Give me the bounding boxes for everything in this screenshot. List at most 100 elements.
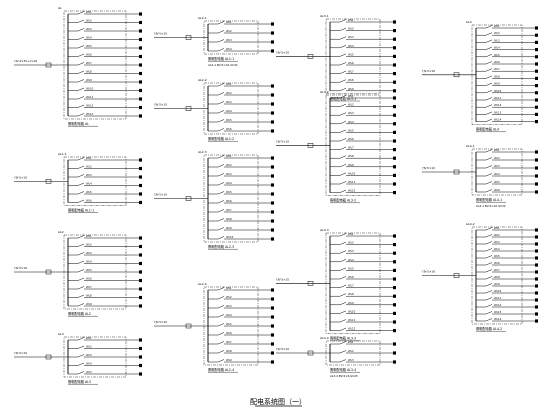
circuit-number-label: WL3	[226, 304, 232, 308]
circuit-row: WL11	[330, 318, 396, 324]
circuit-end-marker	[271, 219, 274, 223]
main-breaker-symbol	[185, 35, 192, 40]
breaker-switch-symbol	[485, 262, 493, 266]
breaker-switch-symbol	[217, 359, 225, 363]
circuit-end-marker	[393, 303, 396, 307]
breaker-switch-symbol	[339, 70, 347, 74]
circuit-number-label: WL2	[86, 19, 92, 23]
circuit-end-marker	[271, 174, 274, 178]
circuit-end-marker	[535, 55, 538, 59]
breaker-switch-symbol	[77, 11, 85, 15]
breaker-switch-symbol	[217, 101, 225, 105]
breaker-switch-symbol	[339, 45, 347, 49]
circuit-end-marker	[139, 278, 142, 283]
circuit-end-marker	[271, 84, 274, 88]
breaker-switch-symbol	[77, 191, 85, 195]
circuit-end-marker	[393, 37, 396, 41]
circuit-row: WL3	[208, 38, 274, 44]
breaker-switch-symbol	[217, 164, 225, 168]
circuit-row: WL13	[476, 310, 538, 316]
circuit-row: WL4	[68, 260, 142, 266]
circuit-number-label: WL9	[494, 82, 500, 86]
circuit-number-label: WL8	[494, 74, 500, 78]
breaker-switch-symbol	[77, 36, 85, 40]
circuit-end-marker	[271, 102, 274, 106]
circuit-row: WL8	[208, 349, 274, 355]
circuit-number-label: WL1	[86, 156, 92, 160]
circuit-number-label: WL6	[86, 53, 92, 57]
panels-layer: ALYJV-4×35+1×16WL1WL2WL3WL4WL5WL6WL7WL8W…	[14, 6, 538, 385]
circuit-number-label: WL13	[494, 310, 502, 314]
breaker-switch-symbol	[217, 48, 225, 52]
circuit-end-marker	[393, 130, 396, 134]
panel-p9: AL3-1YJV-5×10WL1WL2WL3WL4WL5WL6WL7WL8WL9…	[276, 14, 396, 102]
circuit-row: WL1	[68, 156, 142, 162]
breaker-switch-symbol	[217, 173, 225, 177]
incoming-cable-label: YJV-5×10	[154, 103, 167, 107]
circuit-number-label: WL2	[348, 349, 354, 353]
breaker-switch-symbol	[485, 189, 493, 193]
breaker-switch-symbol	[217, 341, 225, 345]
panel-caption: 照明配电箱 AL2-3	[208, 244, 234, 249]
circuit-row: WL2	[330, 349, 396, 355]
circuit-row: WL12	[330, 189, 396, 195]
main-breaker-symbol	[453, 72, 460, 78]
circuit-end-marker	[535, 76, 538, 80]
circuit-row: WL5	[68, 370, 142, 376]
circuit-end-marker	[535, 26, 538, 30]
circuit-end-marker	[535, 158, 538, 162]
circuit-end-marker	[139, 270, 142, 274]
breaker-switch-symbol	[485, 234, 493, 238]
circuit-row: WL3	[330, 249, 396, 255]
circuit-number-label: WL6	[494, 60, 500, 64]
circuit-number-label: WL3	[86, 173, 92, 177]
circuit-number-label: WL4	[226, 47, 232, 51]
panel-p13: AL4YJV-5×16WL1WL2WL3WL4WL5WL6WL7WL8WL9WL…	[422, 20, 538, 133]
circuit-row: WL11	[476, 296, 538, 302]
circuit-number-label: WL14	[494, 317, 502, 321]
circuit-end-marker	[271, 288, 274, 292]
circuit-number-label: WL3	[86, 251, 92, 255]
circuit-row: WL8	[330, 154, 396, 160]
circuit-number-label: WL3	[86, 27, 92, 31]
breaker-switch-symbol	[485, 149, 493, 153]
circuit-end-marker	[271, 237, 274, 241]
circuit-row: WL4	[68, 182, 142, 188]
breaker-switch-symbol	[485, 269, 493, 273]
circuit-end-marker	[139, 200, 142, 205]
panel-caption: 照明配电箱 AL2-4	[208, 367, 234, 372]
circuit-end-marker	[393, 54, 396, 58]
circuit-number-label: WL11	[86, 95, 94, 99]
circuit-end-marker	[535, 263, 538, 267]
breaker-switch-symbol	[77, 104, 85, 108]
circuit-end-marker	[535, 242, 538, 246]
circuit-row: WL3	[68, 353, 142, 359]
main-breaker-symbol	[45, 62, 52, 68]
breaker-switch-symbol	[77, 62, 85, 66]
breaker-switch-symbol	[217, 218, 225, 222]
breaker-switch-symbol	[77, 70, 85, 74]
incoming-cable-label: YJV-5×10	[276, 50, 289, 54]
circuit-end-marker	[139, 355, 142, 359]
circuit-row: WL1	[476, 24, 538, 30]
circuit-number-label: WL1	[226, 154, 232, 158]
breaker-switch-symbol	[339, 88, 347, 92]
breaker-switch-symbol	[339, 241, 347, 245]
circuit-row: WL7	[330, 70, 396, 76]
circuit-number-label: WL1	[348, 18, 354, 22]
breaker-switch-symbol	[485, 304, 493, 308]
circuit-row: WL4	[208, 47, 274, 53]
circuit-number-label: WL3	[494, 240, 500, 244]
panel-note: AL3-4 BV-5×6-SC25	[330, 374, 358, 378]
incoming-cable-label: YJV-4×35+1×16	[14, 59, 37, 63]
circuit-number-label: WL7	[86, 285, 92, 289]
circuit-number-label: WL8	[348, 78, 354, 82]
circuit-end-marker	[271, 40, 274, 44]
circuit-number-label: WL6	[494, 188, 500, 192]
circuit-number-label: WL2	[86, 243, 92, 247]
panel-enclosure-frame	[203, 154, 259, 243]
circuit-number-label: WL9	[348, 301, 354, 305]
circuit-number-label: WL9	[226, 226, 232, 230]
circuit-number-label: WL5	[348, 128, 354, 132]
